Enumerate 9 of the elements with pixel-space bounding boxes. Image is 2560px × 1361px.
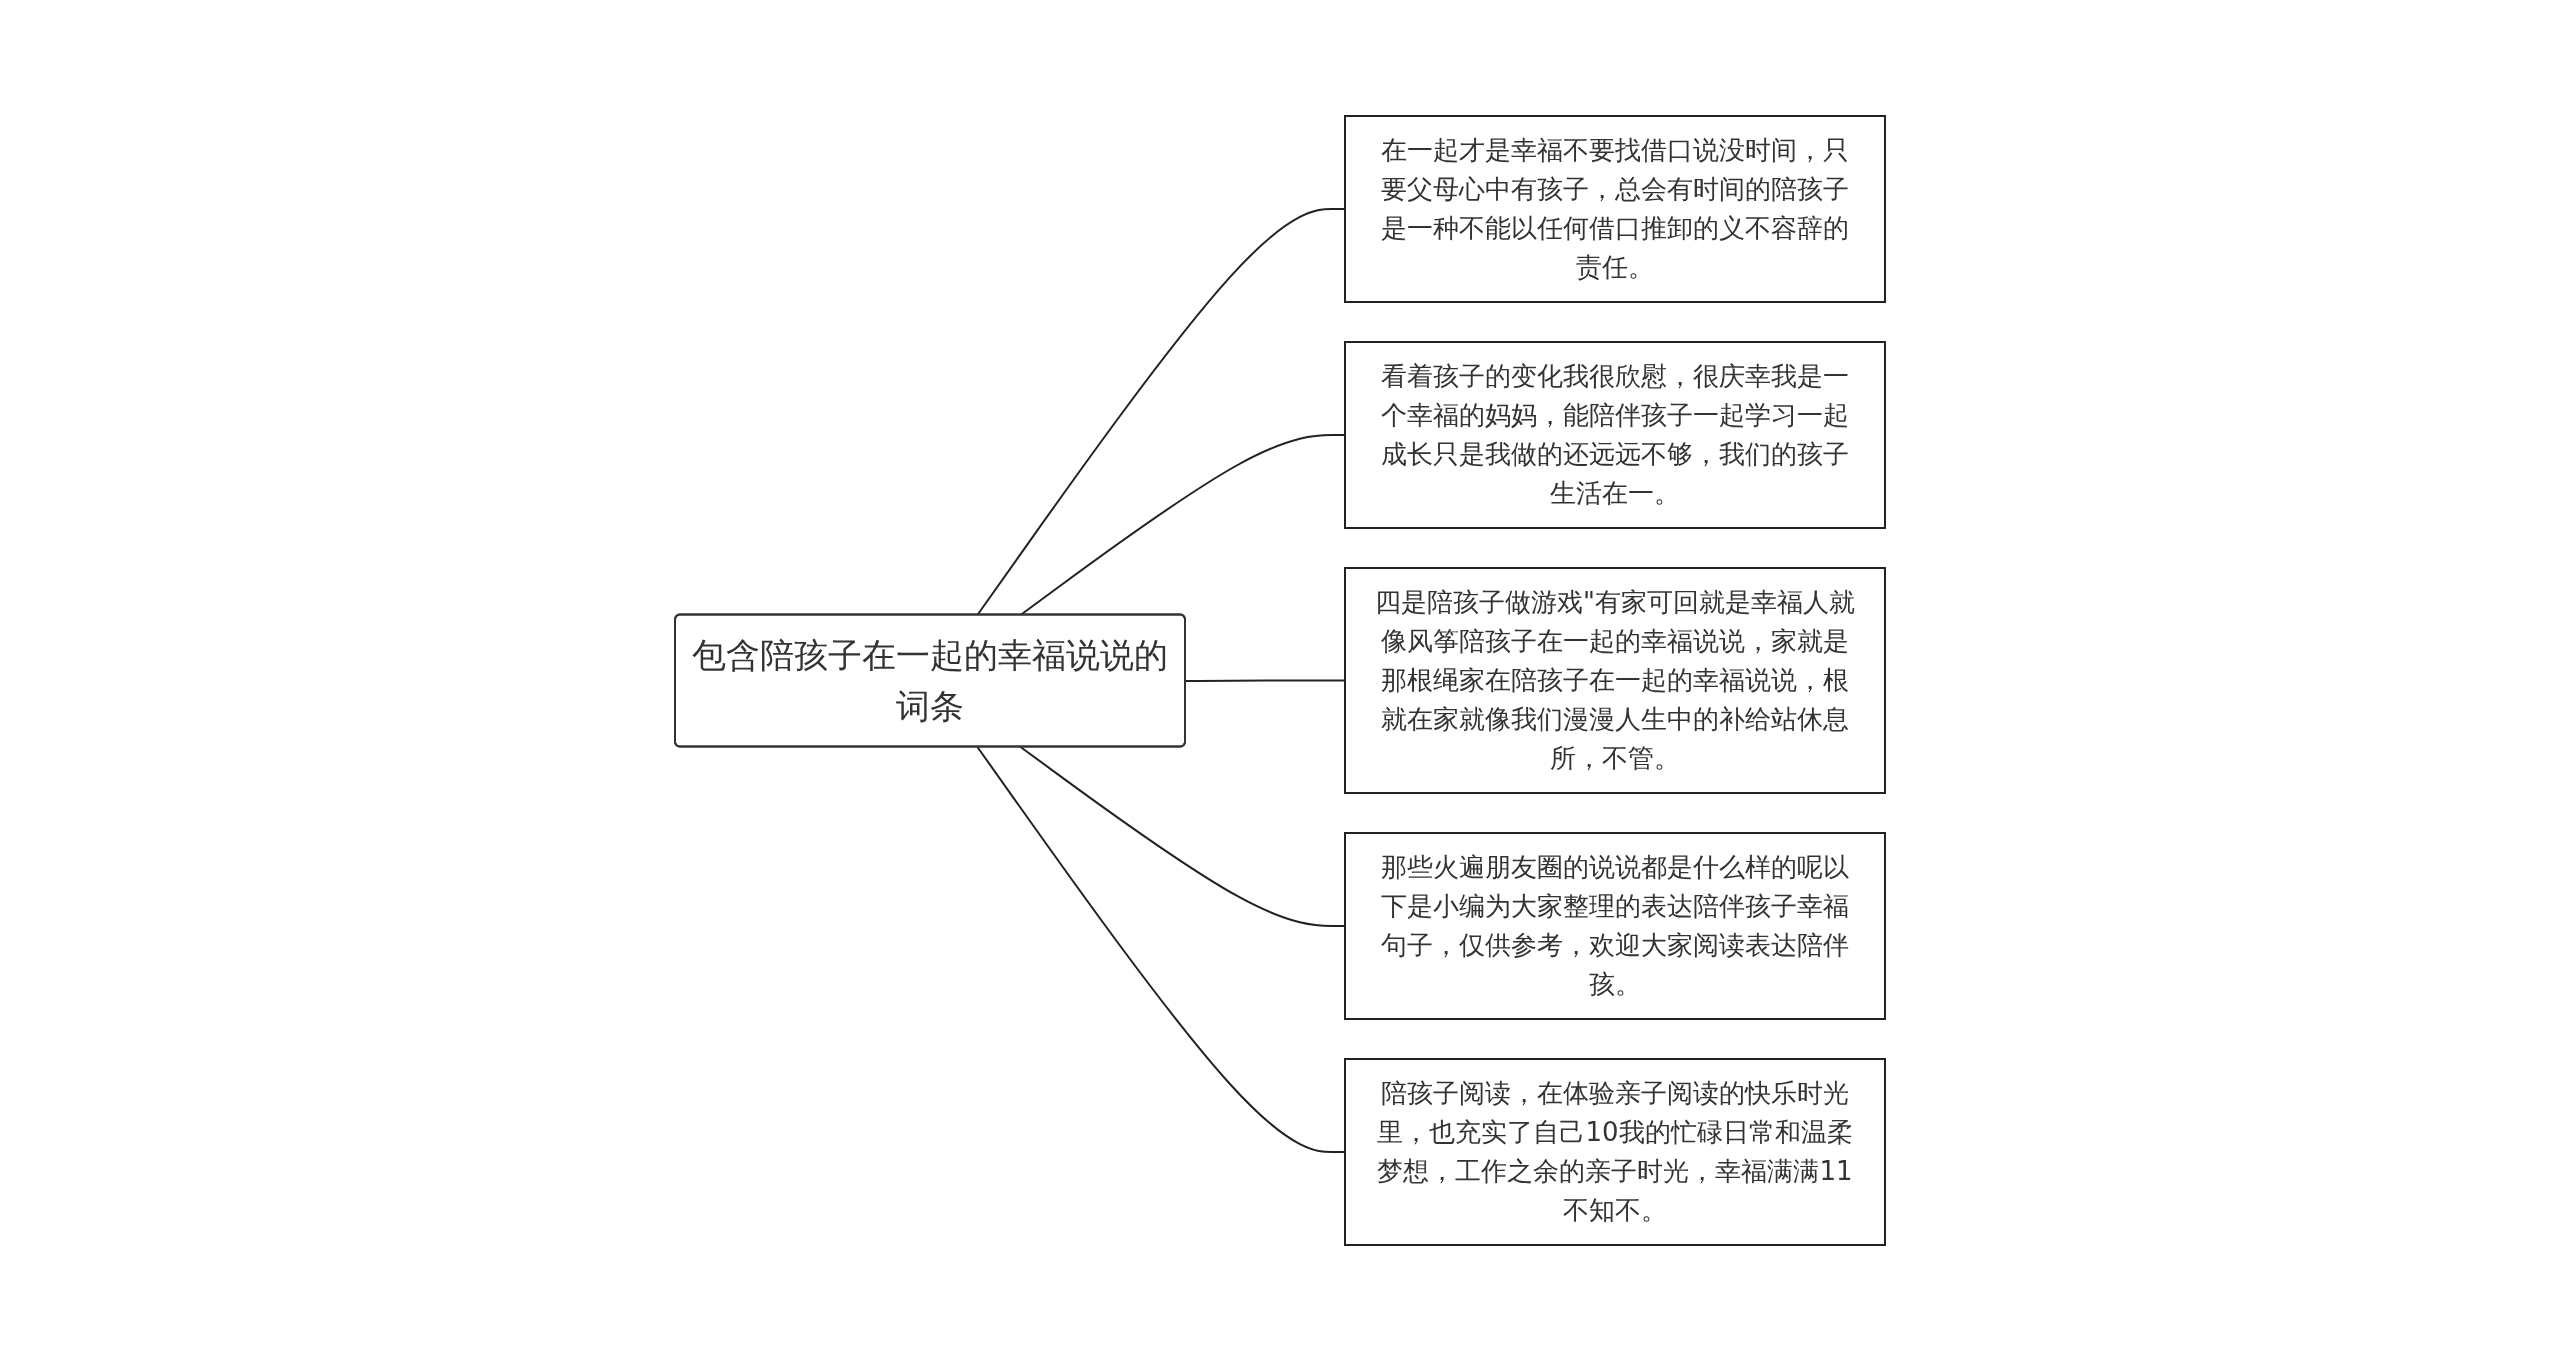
node-box: 看着孩子的变化我很欣慰，很庆幸我是一个幸福的妈妈，能陪伴孩子一起学习一起成长只是我做的还远远不够，我们的孩子生活在一。	[1344, 341, 1886, 529]
node-box: 陪孩子阅读，在体验亲子阅读的快乐时光里，也充实了自己10我的忙碌日常和温柔梦想，工作之余的亲子时光，幸福满满11不知不。	[1344, 1058, 1886, 1246]
connector	[1019, 746, 1346, 927]
connector	[976, 208, 1346, 616]
node-box: 四是陪孩子做游戏"有家可回就是幸福人就像风筝陪孩子在一起的幸福说说，家就是那根绳家在陪孩子在一起的幸福说说，根就在家就像我们漫漫人生中的补给站休息所，不管。	[1344, 567, 1886, 794]
node-box: 那些火遍朋友圈的说说都是什么样的呢以下是小编为大家整理的表达陪伴孩子幸福句子，仅供参考，欢迎大家阅读表达陪伴孩。	[1344, 832, 1886, 1020]
connector	[1019, 434, 1346, 616]
node-box: 在一起才是幸福不要找借口说没时间，只要父母心中有孩子，总会有时间的陪孩子是一种不能以任何借口推卸的义不容辞的责任。	[1344, 115, 1886, 303]
connector	[976, 746, 1346, 1153]
